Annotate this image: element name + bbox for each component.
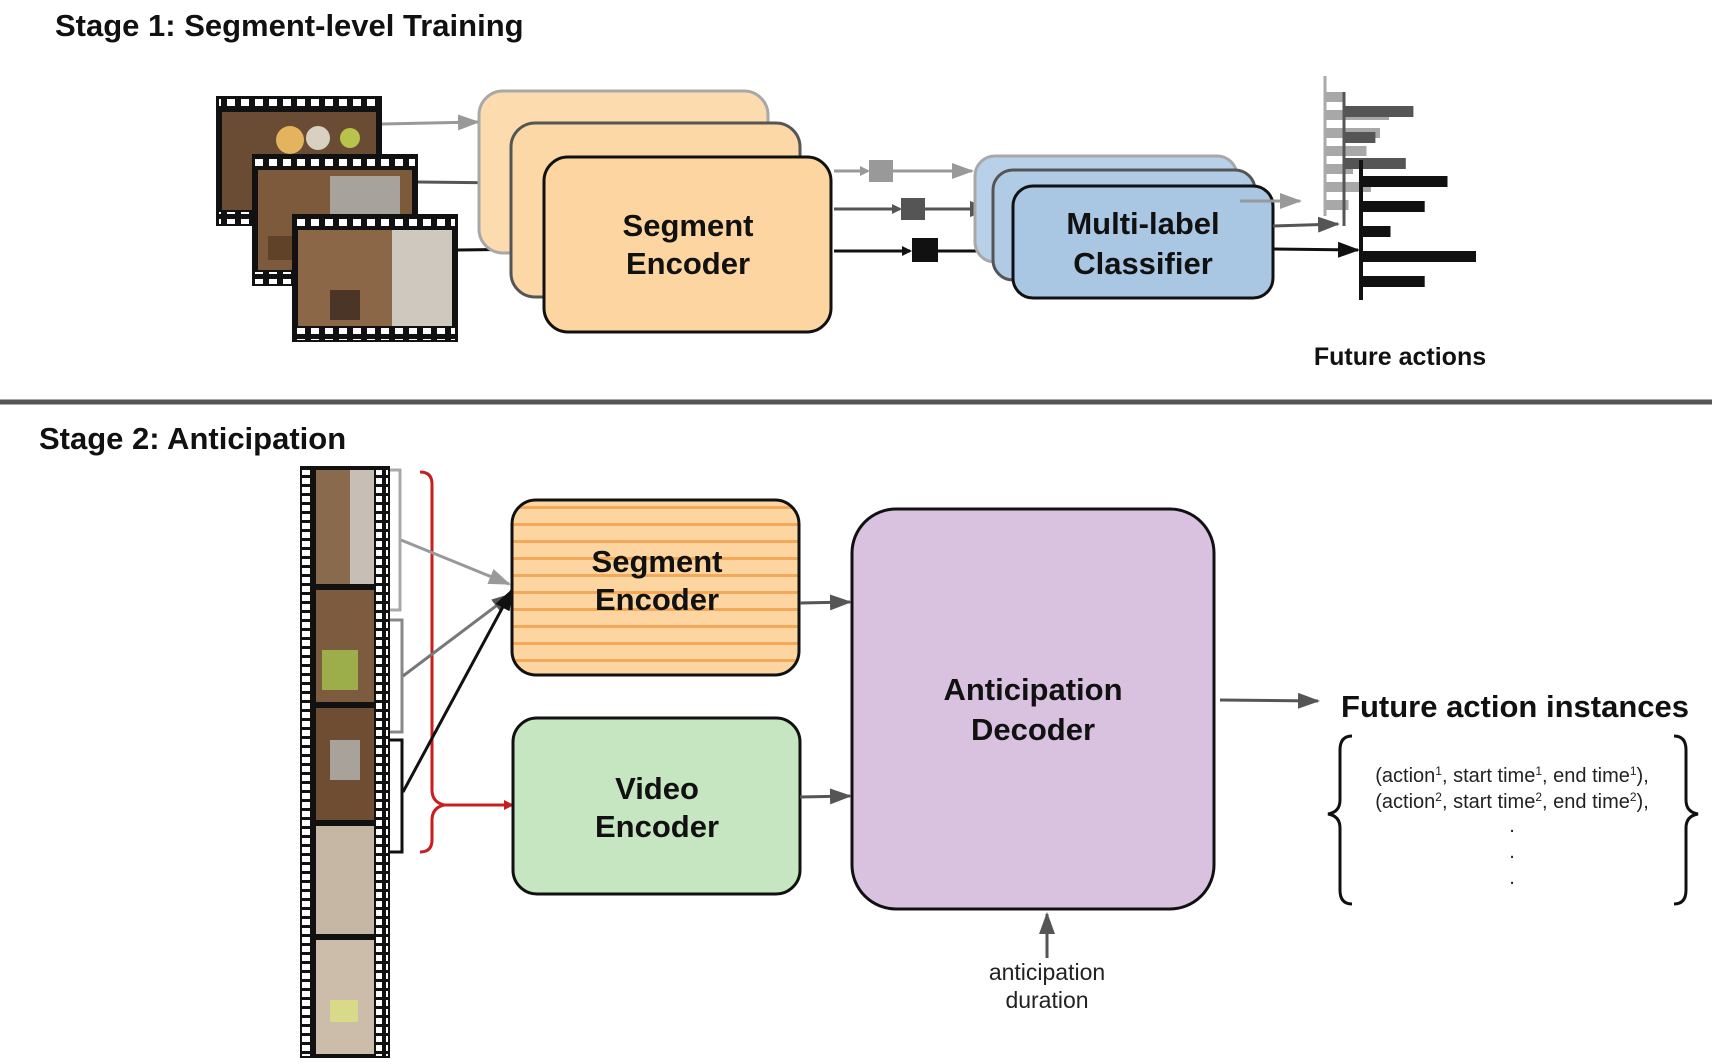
output-title: Future action instances [1341,689,1689,724]
hist-front-bar-1 [1362,176,1448,187]
stage1-output-label: Future actions [1314,343,1486,371]
arrow-segment-encoder-to-decoder [799,594,852,611]
arrow-decoder-to-output [1219,692,1320,709]
stage2-segment-encoder-label-1: Segment [592,544,723,579]
hist-back-bar-6 [1326,182,1371,192]
hist-front-bar-4 [1362,251,1476,262]
stage2-video-encoder-label-2: Encoder [595,809,719,844]
stage2-segment-encoder-label-2: Encoder [595,582,719,617]
arrow-seg2-to-segment-encoder [402,592,514,678]
ellipsis-dot-2: . [1509,841,1515,863]
feature-token-3 [912,238,938,262]
stage1-segment-encoder-stack: Segment Encoder [477,89,833,334]
arrow-seg3-to-segment-encoder [401,588,514,793]
decoder-label-1: Anticipation [943,672,1122,707]
ellipsis-dot-3: . [1509,867,1515,889]
arrow-classifier-out-3 [1272,241,1360,258]
duration-label-2: duration [1005,987,1088,1013]
left-curly-brace [1327,734,1353,906]
right-curly-brace [1673,734,1699,906]
hist-back-bar-4 [1326,146,1367,156]
stage1-video-frames [216,96,458,342]
stage1-section: Stage 1: Segment-level Training [55,8,1486,371]
stage1-title: Stage 1: Segment-level Training [55,8,524,43]
feature-token-2 [901,198,925,220]
film-frame-3 [292,214,458,342]
decoder-label-2: Decoder [971,712,1095,747]
hist-back-bar-7 [1326,200,1349,210]
histogram-back [1323,76,1389,216]
hist-mid-bar-2 [1345,132,1376,143]
segment-bracket-2 [390,618,404,734]
instance-line-1: (action1, start time1, end time1), [1375,764,1649,787]
stage2-video-encoder-label-1: Video [615,771,699,806]
hist-front-bar-2 [1362,201,1425,212]
arrow-video-encoder-to-decoder [799,788,852,805]
stage1-segment-encoder-label-2: Encoder [626,246,750,281]
duration-label-1: anticipation [989,959,1105,985]
stage1-feature-arrows [834,160,1012,262]
stage1-classifier-label-1: Multi-label [1066,206,1219,241]
arrow-frame1-to-encoder [381,114,480,131]
stage2-film-strip [300,466,390,1058]
strip-frame-4 [316,826,374,934]
segment-bracket-1 [390,468,402,612]
stage1-classifier-stack: Multi-label Classifier [973,154,1275,300]
hist-mid-bar-1 [1345,106,1414,117]
stage2-anticipation-decoder: Anticipation Decoder [850,507,1216,911]
histogram-mid [1342,92,1414,226]
stage1-segment-encoder [542,155,833,334]
stage2-segment-encoder: Segment Encoder [510,498,801,677]
segment-bracket-3 [390,738,404,854]
feature-token-1 [869,160,893,182]
instance-line-2: (action2, start time2, end time2), [1375,790,1649,813]
hist-mid-bar-3 [1345,158,1406,169]
stage1-segment-encoder-label-1: Segment [623,208,754,243]
stage2-title: Stage 2: Anticipation [39,421,346,456]
stage2-section: Stage 2: Anticipation [39,421,1699,1058]
arrow-seg1-to-segment-encoder [400,538,511,586]
stage2-video-encoder: Video Encoder [511,716,802,896]
strip-frame-5 [316,940,374,1054]
stage1-classifier [1011,184,1275,300]
arrow-classifier-out-2 [1272,216,1340,233]
histogram-front [1359,160,1476,300]
hist-front-bar-3 [1362,226,1391,237]
stage1-classifier-label-2: Classifier [1073,246,1213,281]
hist-front-bar-5 [1362,276,1425,287]
hist-back-bar-1 [1326,92,1344,102]
hist-back-bar-5 [1326,164,1353,174]
ellipsis-dot-1: . [1509,815,1515,837]
